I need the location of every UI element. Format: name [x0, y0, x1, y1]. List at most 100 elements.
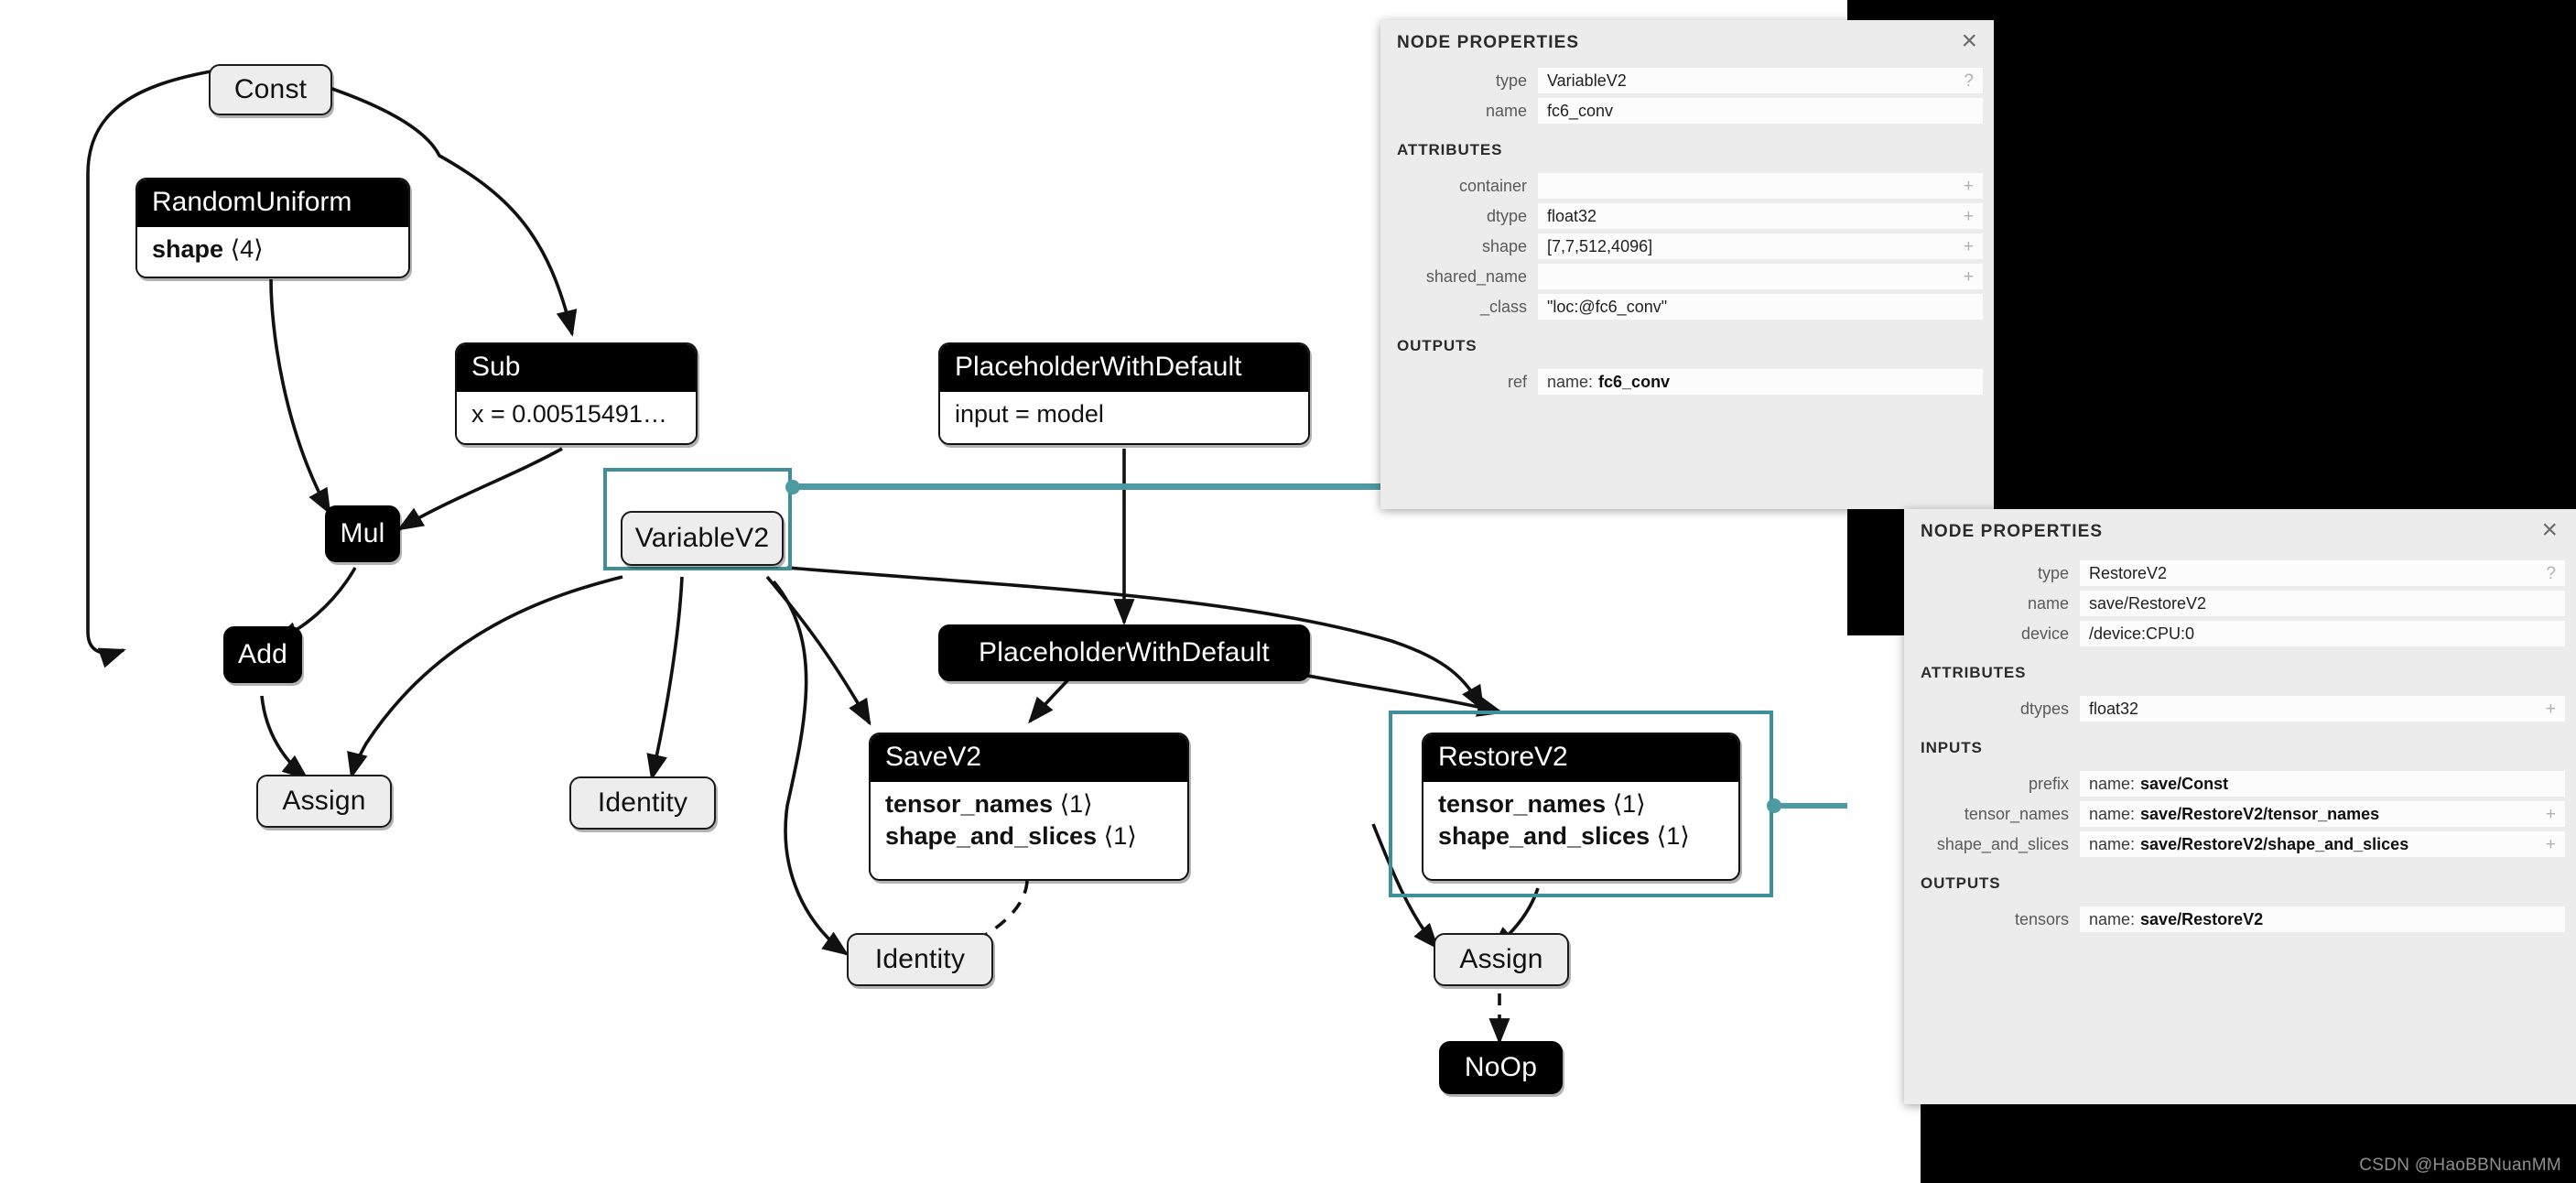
node-attrs: shape ⟨4⟩	[137, 227, 408, 275]
graph-node-variablev2[interactable]: VariableV2	[621, 511, 784, 566]
graph-node-sub[interactable]: Sub x = 0.00515491…	[455, 342, 698, 445]
node-label: PlaceholderWithDefault	[979, 637, 1270, 667]
row-value-field[interactable]: float32 +	[1538, 203, 1983, 229]
attr-value: ⟨1⟩	[1059, 790, 1093, 818]
row-value-field[interactable]: save/RestoreV2	[2080, 591, 2565, 616]
graph-node-placeholderwithdefault-mid[interactable]: PlaceholderWithDefault	[938, 624, 1310, 681]
row-value: save/RestoreV2	[2089, 593, 2207, 613]
node-label: Mul	[340, 518, 385, 548]
panel-title: NODE PROPERTIES	[1921, 522, 2104, 541]
help-icon[interactable]: ?	[1964, 71, 1974, 91]
graph-node-restorev2[interactable]: RestoreV2 tensor_names ⟨1⟩ shape_and_sli…	[1422, 733, 1740, 881]
row-value-field[interactable]: [7,7,512,4096] +	[1538, 233, 1983, 259]
attr-key: shape	[152, 235, 224, 263]
row-value: VariableV2	[1547, 71, 1627, 90]
connector-line-restorev2	[1773, 803, 1920, 809]
row-value-field[interactable]: float32 +	[2080, 696, 2565, 722]
node-label: SaveV2	[871, 734, 1187, 782]
graph-node-const[interactable]: Const	[209, 64, 332, 115]
attr-value: ⟨1⟩	[1103, 821, 1137, 850]
expand-icon[interactable]: +	[2545, 699, 2556, 719]
row-value-field[interactable]: name: save/Const	[2080, 771, 2565, 797]
row-value-field[interactable]: RestoreV2 ?	[2080, 560, 2565, 586]
row-value: float32	[1547, 206, 1597, 225]
row-label: tensor_names	[1964, 804, 2069, 823]
row-value-field[interactable]: "loc:@fc6_conv"	[1538, 294, 1983, 320]
node-attr-row: shape_and_slices ⟨1⟩	[1438, 820, 1724, 852]
node-attr-row: tensor_names ⟨1⟩	[1438, 788, 1724, 820]
row-value-prefix: name:	[2089, 834, 2136, 853]
graph-node-identity-mid[interactable]: Identity	[569, 776, 716, 830]
attribute-row-dtypes: dtypes float32 +	[1904, 696, 2576, 722]
expand-icon[interactable]: +	[1963, 206, 1974, 226]
expand-icon[interactable]: +	[1963, 176, 1974, 196]
help-icon[interactable]: ?	[2546, 563, 2556, 583]
row-value: /device:CPU:0	[2089, 624, 2195, 643]
row-label: _class	[1479, 297, 1527, 316]
expand-icon[interactable]: +	[1963, 236, 1974, 256]
input-row-tensor-names: tensor_names name: save/RestoreV2/tensor…	[1904, 801, 2576, 827]
row-value-field[interactable]: name: save/RestoreV2/shape_and_slices +	[2080, 831, 2565, 857]
expand-icon[interactable]: +	[2545, 834, 2556, 854]
row-label: shape_and_slices	[1936, 834, 2069, 853]
attribute-row-class: _class "loc:@fc6_conv"	[1380, 294, 1994, 320]
panel-title: NODE PROPERTIES	[1397, 33, 1580, 52]
close-icon[interactable]: ×	[2541, 515, 2558, 545]
connector-line-variablev2	[792, 483, 1391, 490]
node-attr-row: shape_and_slices ⟨1⟩	[885, 820, 1173, 852]
graph-node-add[interactable]: Add	[223, 626, 302, 683]
row-value-field[interactable]: VariableV2 ?	[1538, 68, 1983, 93]
row-label: name	[1485, 101, 1527, 120]
section-heading-outputs: OUTPUTS	[1921, 874, 2001, 892]
node-label: PlaceholderWithDefault	[940, 344, 1308, 392]
graph-node-identity-save[interactable]: Identity	[847, 933, 993, 986]
output-row-ref: ref name: fc6_conv	[1380, 369, 1994, 395]
graph-node-placeholderwithdefault-top[interactable]: PlaceholderWithDefault input = model	[938, 342, 1310, 445]
row-label: device	[2020, 624, 2069, 643]
property-row-type: type RestoreV2 ?	[1904, 560, 2576, 586]
node-attr-row: input = model	[955, 400, 1104, 428]
expand-icon[interactable]: +	[2545, 804, 2556, 824]
input-row-prefix: prefix name: save/Const	[1904, 771, 2576, 797]
expand-icon[interactable]: +	[1963, 266, 1974, 287]
row-value: save/RestoreV2	[2140, 909, 2264, 928]
node-label: VariableV2	[634, 523, 770, 553]
input-row-shape-and-slices: shape_and_slices name: save/RestoreV2/sh…	[1904, 831, 2576, 857]
node-label: Assign	[282, 786, 366, 816]
node-attrs: x = 0.00515491…	[457, 392, 696, 440]
graph-node-randomuniform[interactable]: RandomUniform shape ⟨4⟩	[135, 178, 410, 278]
node-attrs: input = model	[940, 392, 1308, 440]
attribute-row-shared-name: shared_name +	[1380, 264, 1994, 289]
row-value-prefix: name:	[2089, 774, 2136, 793]
graph-node-savev2[interactable]: SaveV2 tensor_names ⟨1⟩ shape_and_slices…	[869, 733, 1189, 881]
graph-node-noop[interactable]: NoOp	[1439, 1041, 1563, 1094]
node-label: NoOp	[1464, 1052, 1538, 1082]
close-icon[interactable]: ×	[1961, 26, 1977, 56]
row-value-field[interactable]: name: fc6_conv	[1538, 369, 1983, 395]
attribute-row-dtype: dtype float32 +	[1380, 203, 1994, 229]
row-value: "loc:@fc6_conv"	[1547, 297, 1668, 316]
row-value-field[interactable]: /device:CPU:0	[2080, 621, 2565, 646]
row-value-field[interactable]: +	[1538, 264, 1983, 289]
row-label: dtype	[1486, 206, 1527, 225]
graph-node-assign-right[interactable]: Assign	[1434, 933, 1569, 986]
row-value: fc6_conv	[1547, 101, 1614, 120]
attr-value: ⟨1⟩	[1656, 821, 1690, 850]
row-value: float32	[2089, 699, 2139, 718]
node-attr-row: tensor_names ⟨1⟩	[885, 788, 1173, 820]
row-value-field[interactable]: name: save/RestoreV2/tensor_names +	[2080, 801, 2565, 827]
graph-node-assign-left[interactable]: Assign	[256, 775, 392, 828]
row-value-field[interactable]: +	[1538, 173, 1983, 199]
row-label: prefix	[2028, 774, 2069, 793]
attr-key: shape_and_slices	[885, 821, 1098, 850]
graph-node-mul[interactable]: Mul	[325, 505, 400, 562]
row-value-prefix: name:	[2089, 909, 2136, 928]
row-value-field[interactable]: name: save/RestoreV2	[2080, 906, 2565, 932]
node-attr-row: x = 0.00515491…	[471, 400, 667, 428]
output-row-tensors: tensors name: save/RestoreV2	[1904, 906, 2576, 932]
node-label: RandomUniform	[137, 179, 408, 227]
row-value-field[interactable]: fc6_conv	[1538, 98, 1983, 124]
property-row-type: type VariableV2 ?	[1380, 68, 1994, 93]
selection-rect-variablev2	[603, 468, 792, 570]
node-attr-row: shape ⟨4⟩	[152, 233, 394, 266]
